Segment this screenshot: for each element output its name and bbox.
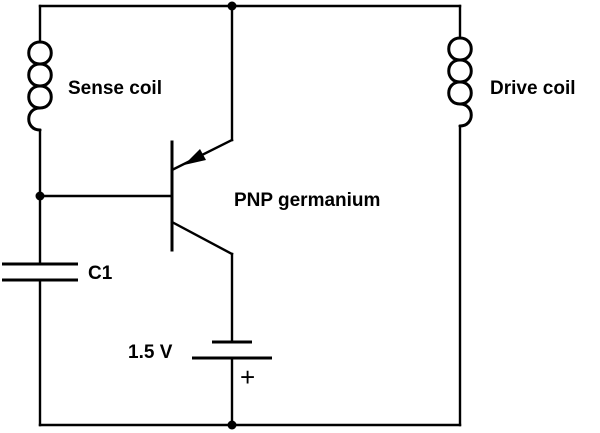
drive-coil (447, 36, 473, 128)
battery (192, 340, 272, 360)
battery-plus-sign: + (240, 362, 255, 392)
drive-coil-label: Drive coil (490, 78, 576, 99)
transistor-label: PNP germanium (234, 190, 380, 211)
sense-coil-winding (27, 40, 53, 132)
emitter-arrow-icon (184, 149, 206, 165)
battery-voltage-label: 1.5 V (128, 342, 173, 363)
junction-node-bottom (227, 420, 237, 430)
sense-coil-label: Sense coil (68, 78, 162, 99)
junction-node-top (227, 1, 237, 11)
capacitor-c1 (2, 262, 78, 282)
capacitor-label: C1 (88, 263, 113, 284)
drive-coil-winding (447, 36, 473, 128)
transistor-collector-lead (170, 220, 234, 256)
sense-coil (27, 40, 53, 132)
pnp-transistor (170, 138, 234, 256)
